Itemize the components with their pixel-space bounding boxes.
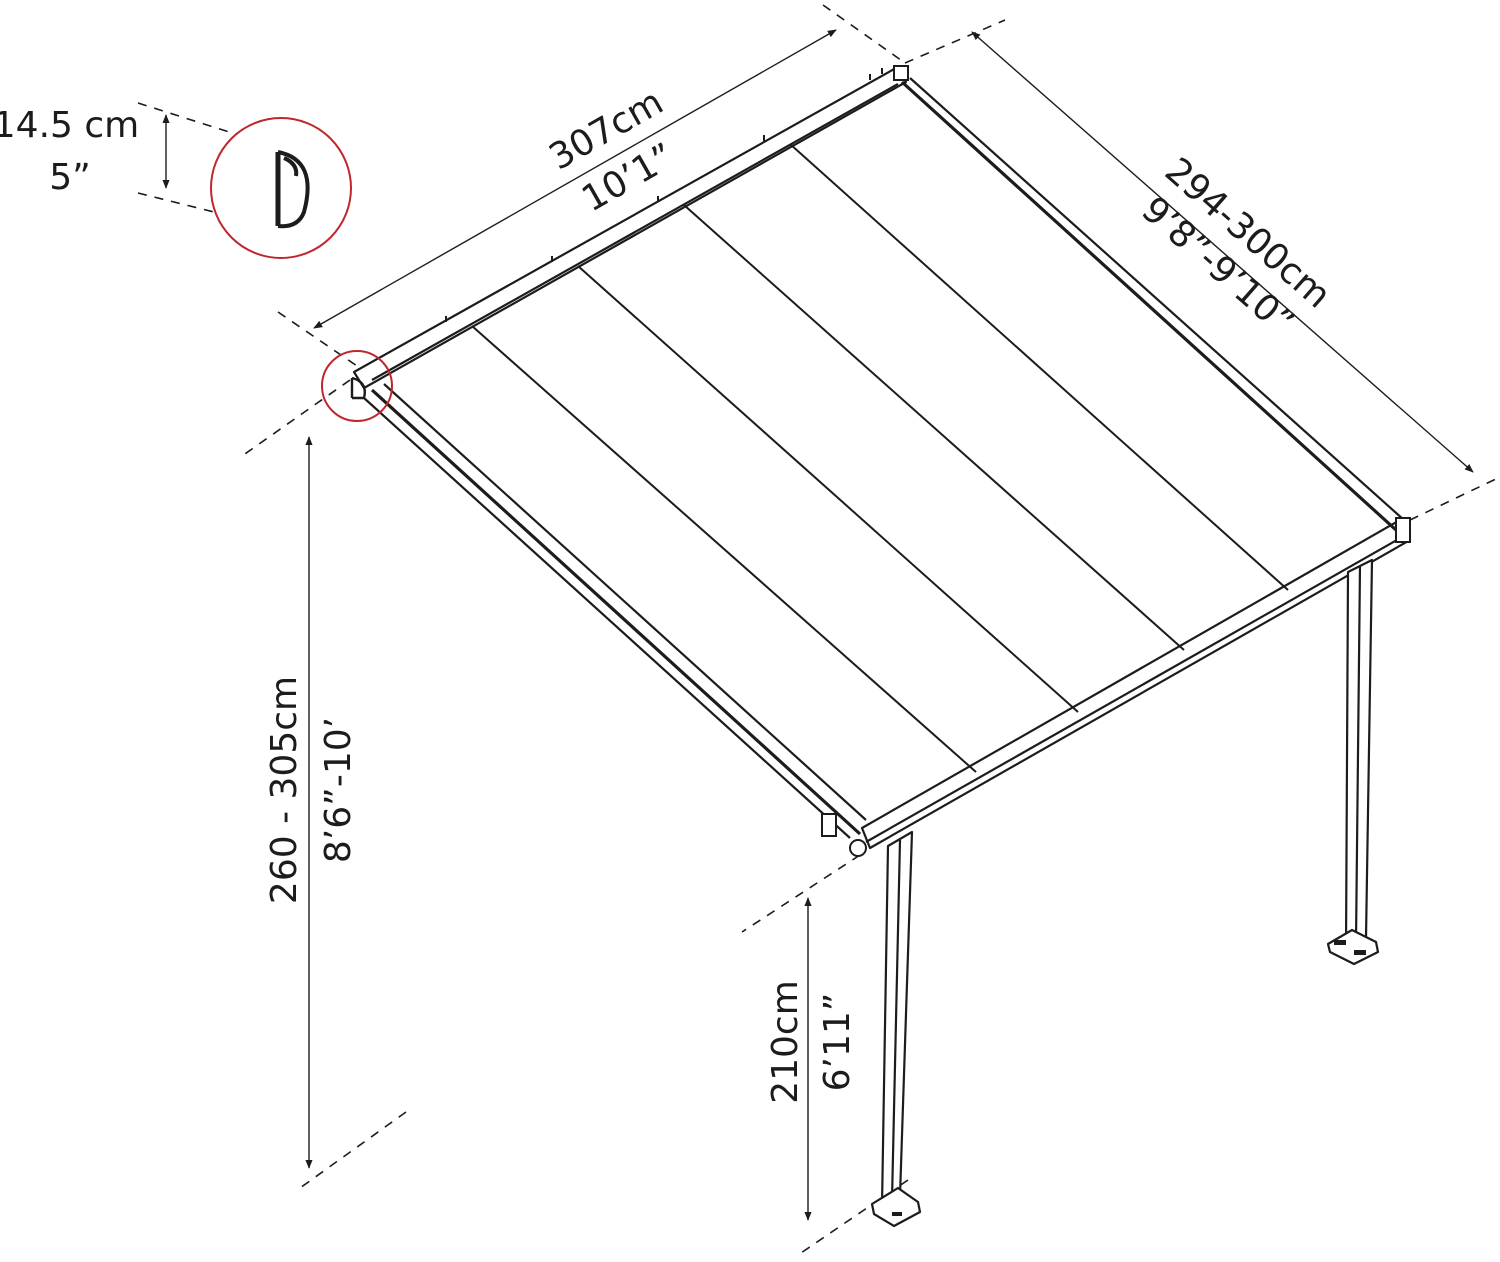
dimension-arrows [162, 29, 1474, 1221]
front-height-metric-label: 210cm [765, 980, 806, 1104]
gutter-profile-detail [210, 117, 393, 422]
width-dimension-arrow [313, 29, 837, 329]
right-rafter [900, 80, 1398, 532]
front-left-post [870, 830, 922, 1228]
front-left-end-cap [849, 839, 867, 857]
front-right-post [1326, 558, 1380, 966]
detail-callout-circle-small [321, 350, 393, 422]
roof-sheet [380, 82, 1400, 832]
gutter-metric-label: 14.5 cm [0, 105, 139, 146]
detail-callout-circle-large [210, 117, 352, 259]
front-right-end-cap [1395, 517, 1411, 543]
gutter-profile-detail-icon [275, 150, 310, 229]
front-height-imperial-label: 6’11” [817, 993, 858, 1092]
roof [352, 65, 1412, 857]
wall-height-metric-label: 260 - 305cm [264, 676, 305, 904]
back-right-end-cap [893, 65, 909, 81]
small-profile-icon [350, 376, 366, 400]
beam-rivets [445, 68, 883, 322]
left-rafter [370, 388, 862, 836]
wall-height-imperial-label: 8’6”-10’ [318, 717, 359, 863]
gutter-imperial-label: 5” [49, 157, 91, 198]
panel-dividers [471, 143, 1289, 773]
posts [870, 558, 1380, 1228]
depth-dimension-arrow [971, 31, 1474, 473]
front-left-bracket [821, 813, 837, 837]
